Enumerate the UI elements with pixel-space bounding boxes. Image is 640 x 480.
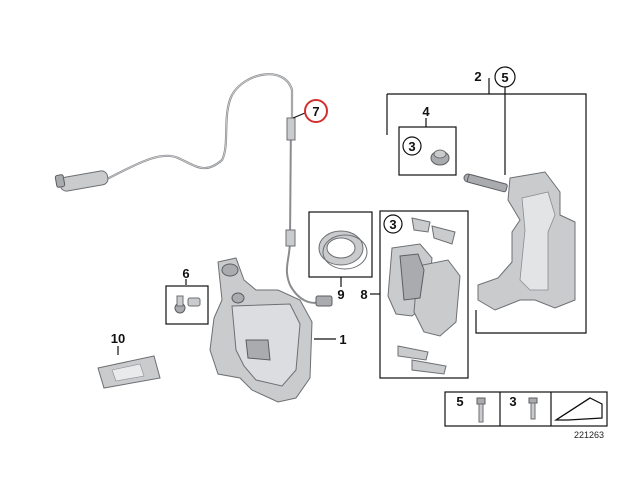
brake-caliper[interactable]: [209, 257, 313, 403]
callout-2[interactable]: 2: [474, 69, 481, 84]
piston-seal[interactable]: [318, 230, 368, 270]
callout-8[interactable]: 8: [360, 287, 367, 302]
callout-ring-3b: [383, 214, 403, 234]
callout-5-bottom[interactable]: 5: [456, 394, 463, 409]
brake-pads[interactable]: [387, 243, 461, 337]
reference-number: 221263: [574, 430, 604, 440]
wedge-icon: [553, 397, 603, 421]
callout-1[interactable]: 1: [339, 332, 346, 347]
frame-4: [398, 126, 457, 176]
callout-10[interactable]: 10: [111, 331, 125, 346]
bolt-3[interactable]: [528, 397, 538, 420]
callout-3-middle[interactable]: 3: [389, 217, 396, 232]
frame-6: [165, 285, 209, 325]
callout-9[interactable]: 9: [337, 287, 344, 302]
frame-small-parts: [444, 391, 608, 427]
bolt-5[interactable]: [476, 397, 486, 423]
pad-clips-bottom[interactable]: [397, 345, 447, 375]
callout-7[interactable]: 7: [312, 104, 319, 119]
callout-3-upper[interactable]: 3: [408, 139, 415, 154]
callout-3-bottom[interactable]: 3: [509, 394, 516, 409]
highlight-ring-7: [304, 99, 328, 123]
guide-bushing[interactable]: [430, 149, 450, 166]
bleeder-screw[interactable]: [174, 295, 201, 314]
callout-6[interactable]: 6: [182, 266, 189, 281]
caliper-carrier[interactable]: [463, 171, 576, 311]
pad-clips-top[interactable]: [411, 217, 456, 245]
wear-sensor-cable[interactable]: [54, 73, 333, 307]
callout-ring-3a: [402, 136, 422, 156]
frame-2: [387, 93, 587, 334]
leader-line-7: [292, 112, 306, 119]
grease-packet-label: [111, 363, 145, 382]
callout-5-top[interactable]: 5: [501, 70, 508, 85]
callout-4[interactable]: 4: [422, 104, 430, 119]
